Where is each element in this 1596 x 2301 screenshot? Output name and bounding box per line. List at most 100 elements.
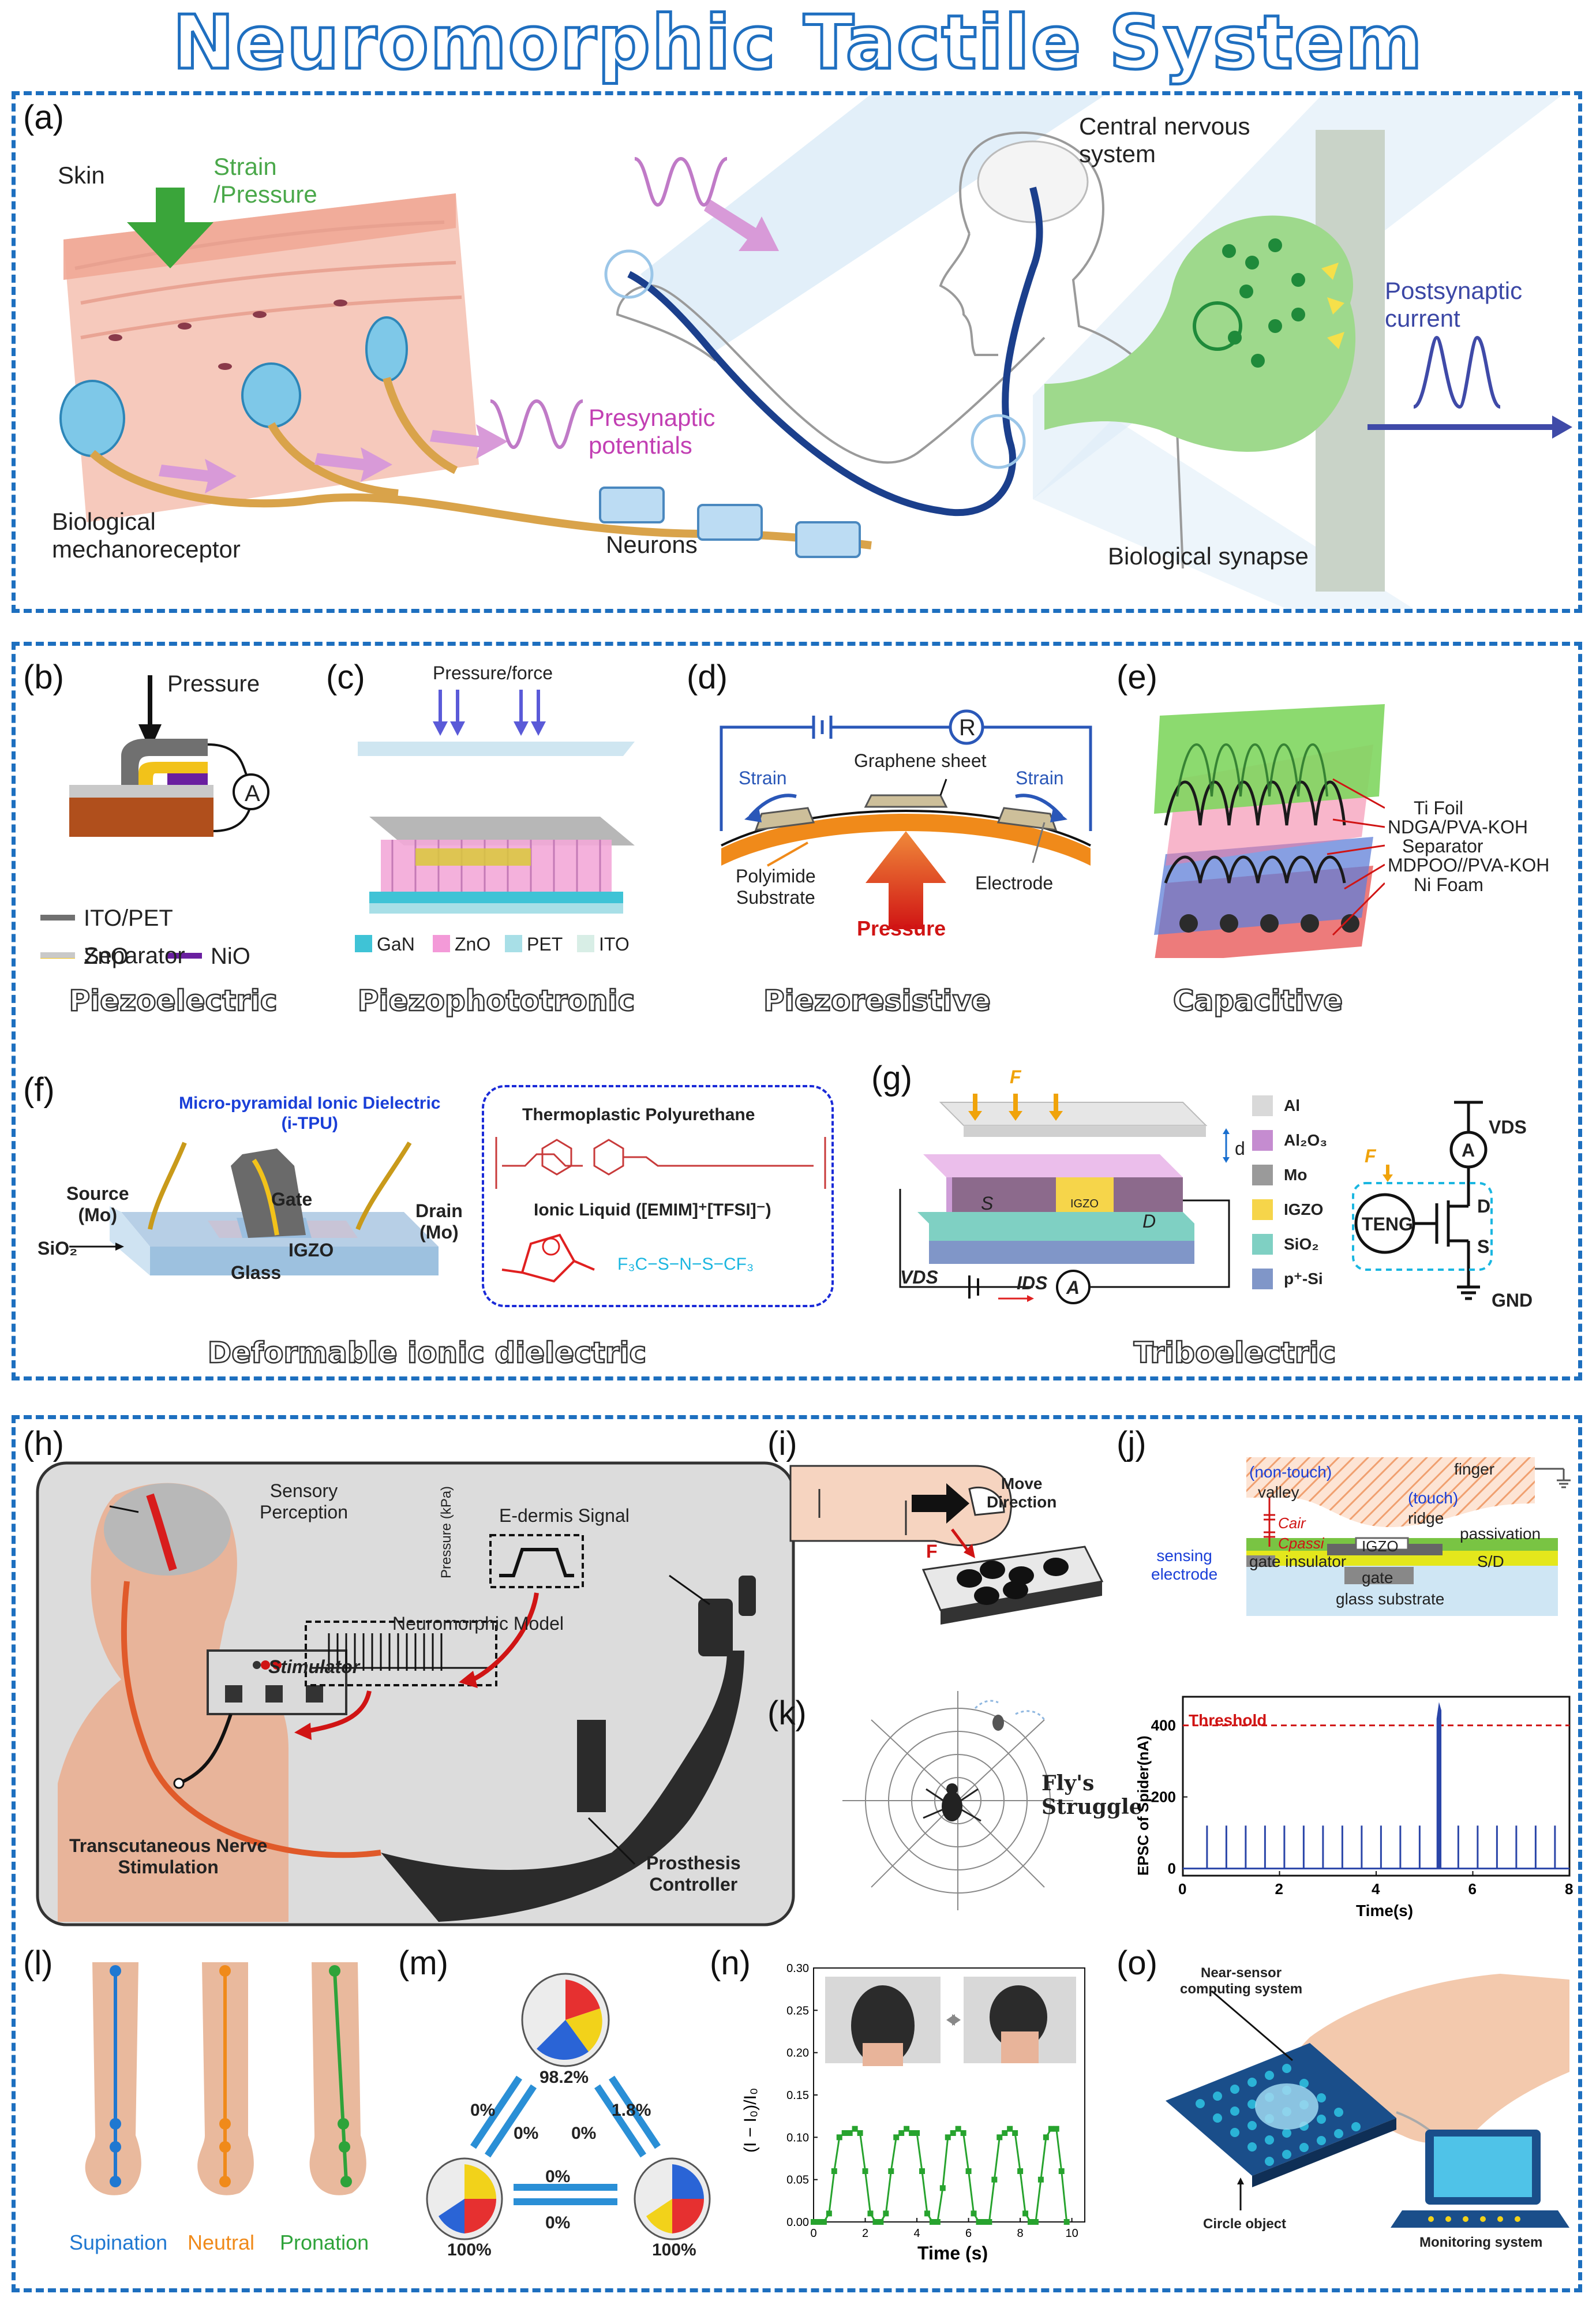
n-point-33 (981, 2219, 987, 2225)
n-point-10 (862, 2168, 868, 2174)
legend-separator-e: Separator (1402, 836, 1483, 856)
panel-g-igzo: IGZO (1070, 1198, 1099, 1210)
panel-h-pressure-axis: Pressure (kPa) (439, 1486, 454, 1578)
legend-swatch-igzo (1252, 1199, 1273, 1220)
n-point-9 (857, 2130, 863, 2136)
panel-j-glass: glass substrate (1336, 1590, 1445, 1608)
legend-psi: p⁺-Si (1284, 1270, 1323, 1288)
n-point-4 (831, 2168, 837, 2174)
n-point-1 (815, 2219, 822, 2225)
panel-e-legend: Ti Foil NDGA/PVA-KOH Separator MDPOO//PV… (1388, 794, 1578, 932)
n-xtick-label-5: 10 (1065, 2227, 1078, 2240)
category-piezoelectric: Piezoelectric (68, 983, 278, 1019)
panel-o-near: Near-sensor computing system (1180, 1965, 1303, 1997)
panel-j-passivation: passivation (1460, 1525, 1541, 1543)
n-point-41 (1022, 2210, 1029, 2217)
panel-f-sio2: SiO₂ (38, 1238, 78, 1259)
panel-d-strain-left: Strain (739, 768, 787, 788)
n-point-28 (955, 2126, 961, 2132)
panel-d-label: (d) (687, 659, 728, 696)
n-point-22 (924, 2210, 930, 2217)
k-xtick-label-3: 6 (1468, 1880, 1477, 1898)
legend-swatch-al2o3 (1252, 1130, 1273, 1151)
n-ytick-label-6: 0.30 (786, 1962, 809, 1975)
panel-m-edge-2: 0% (571, 2124, 597, 2143)
legend-zno-c: ZnO (455, 934, 491, 955)
panel-f-ionic: Ionic Liquid ([EMIM]⁺[TFSI]⁻) (534, 1200, 771, 1219)
panel-m-left-pct: 100% (447, 2240, 492, 2259)
panel-g-ammeter: A (1066, 1277, 1080, 1298)
legend-swatch-sio2 (1252, 1234, 1273, 1255)
category-piezophototronic: Piezophototronic (357, 983, 636, 1019)
legend-swatch-mo (1252, 1165, 1273, 1185)
panel-l-supination: Supination (69, 2231, 168, 2254)
panel-g-label: (g) (871, 1060, 912, 1097)
panel-g-d-circ: D (1477, 1196, 1491, 1217)
strain-pressure-label: Strain /Pressure (213, 153, 317, 208)
panel-a-illustration (59, 95, 1572, 609)
panel-m-edge-1: 0% (514, 2124, 539, 2143)
k-xtick-label-1: 2 (1275, 1880, 1283, 1898)
legend-ito-c: ITO (599, 934, 630, 955)
legend-pet: PET (527, 934, 563, 955)
panel-h-label: (h) (23, 1425, 64, 1462)
panel-i-f: F (926, 1541, 938, 1562)
legend-swatch-gan (355, 935, 372, 952)
n-point-26 (945, 2134, 951, 2141)
panel-m-illustration (426, 1973, 711, 2240)
panel-f-source: Source (Mo) (66, 1183, 129, 1225)
n-ytick-label-2: 0.10 (786, 2131, 809, 2144)
panel-c-force: Pressure/force (433, 663, 553, 683)
legend-swatch-psi (1252, 1269, 1273, 1289)
n-point-12 (872, 2219, 879, 2225)
panel-g-ids: IDS (1017, 1273, 1048, 1293)
panel-g-vds-circ: VDS (1489, 1117, 1527, 1138)
n-ytick-label-4: 0.20 (786, 2047, 809, 2060)
panel-d-resistor: R (959, 715, 976, 740)
category-triboelectric: Triboelectric (1133, 1335, 1337, 1371)
panel-g-gnd: GND (1492, 1290, 1533, 1311)
panel-m-edge-5: 0% (545, 2213, 571, 2232)
panel-f-micro: Micro-pyramidal Ionic Dielectric (i-TPU) (179, 1094, 441, 1133)
panel-o-label: (o) (1117, 1944, 1157, 1982)
legend-igzo: IGZO (1284, 1200, 1324, 1218)
k-xtick-label-2: 4 (1372, 1880, 1380, 1898)
n-point-31 (971, 2210, 977, 2217)
n-ytick-label-5: 0.25 (786, 2004, 809, 2017)
panel-m-edge-3: 1.8% (612, 2101, 651, 2120)
panel-b-legend: ITO/PET ZnO NiO (40, 900, 364, 970)
neurons-label: Neurons (606, 531, 698, 558)
n-xtick-label-1: 2 (862, 2227, 868, 2240)
n-point-47 (1053, 2126, 1059, 2132)
n-point-30 (965, 2168, 972, 2174)
panel-g-f-circ: F (1365, 1146, 1376, 1166)
panel-h-sensory: Sensory Perception (260, 1480, 348, 1522)
panel-i-move: Move Direction (987, 1475, 1057, 1511)
k-ytick-label-1: 200 (1151, 1789, 1176, 1806)
legend-mo: Mo (1284, 1166, 1307, 1184)
n-ylabel: (I − I₀)/I₀ (741, 2088, 760, 2153)
n-point-39 (1012, 2130, 1018, 2136)
k-ytick-label-0: 0 (1168, 1860, 1176, 1877)
panel-g-s-circ: S (1477, 1236, 1490, 1257)
panel-j-sensing: sensing electrode (1151, 1547, 1218, 1584)
presynaptic-label: Presynaptic potentials (589, 404, 715, 459)
panel-d-pressure: Pressure (857, 916, 946, 940)
n-point-3 (826, 2210, 832, 2217)
panel-j-label: (j) (1117, 1425, 1147, 1462)
panel-d-graphene: Graphene sheet (854, 750, 987, 771)
panel-j-ridge: ridge (1408, 1509, 1444, 1527)
n-point-36 (996, 2134, 1003, 2141)
n-point-23 (929, 2219, 935, 2225)
panel-g-f: F (1010, 1067, 1021, 1087)
n-series-line (814, 2127, 1068, 2223)
panel-f-label: (f) (23, 1071, 55, 1109)
legend-swatch-separator (40, 952, 75, 958)
panel-g-teng: TENG (1362, 1214, 1413, 1234)
panel-a-label: (a) (23, 99, 64, 136)
panel-h-neuromorphic: Neuromorphic Model (392, 1613, 564, 1634)
panel-f-chem-box (482, 1085, 834, 1307)
panel-ho-frame (12, 1415, 1582, 2292)
panel-j-finger: finger (1454, 1460, 1495, 1478)
